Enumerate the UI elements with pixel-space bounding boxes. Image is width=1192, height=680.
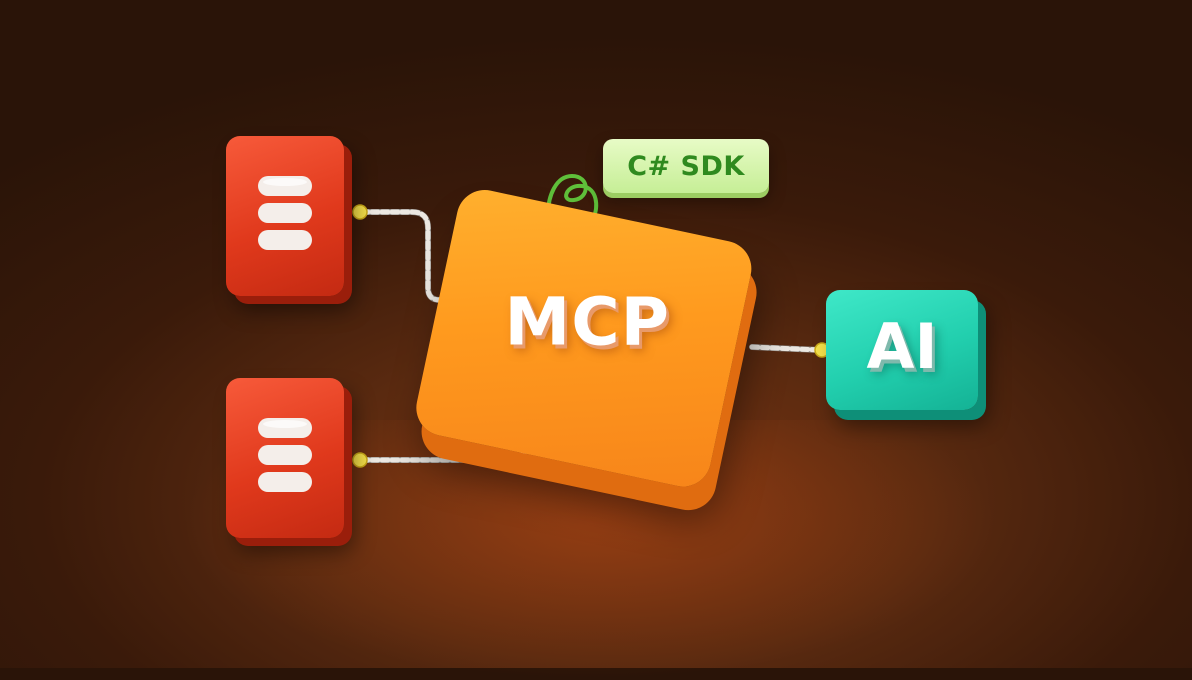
database-node-face — [226, 378, 344, 538]
sdk-badge: C# SDK — [603, 139, 769, 193]
sdk-badge-label: C# SDK — [627, 150, 745, 182]
ai-label: AI — [866, 310, 938, 383]
database-node-top — [226, 136, 352, 304]
database-icon — [258, 176, 312, 250]
port-db-bottom — [352, 452, 368, 468]
database-node-bottom — [226, 378, 352, 546]
port-db-top — [352, 204, 368, 220]
connector-mcp-to-sdk — [546, 173, 599, 218]
ai-node: AI — [826, 290, 986, 422]
connector-db-top-to-mcp — [359, 209, 457, 303]
database-node-face — [226, 136, 344, 296]
connector-mcp-to-ai — [749, 344, 823, 353]
database-icon — [258, 418, 312, 492]
mcp-label: MCP — [504, 283, 671, 361]
ai-node-face: AI — [826, 290, 978, 410]
